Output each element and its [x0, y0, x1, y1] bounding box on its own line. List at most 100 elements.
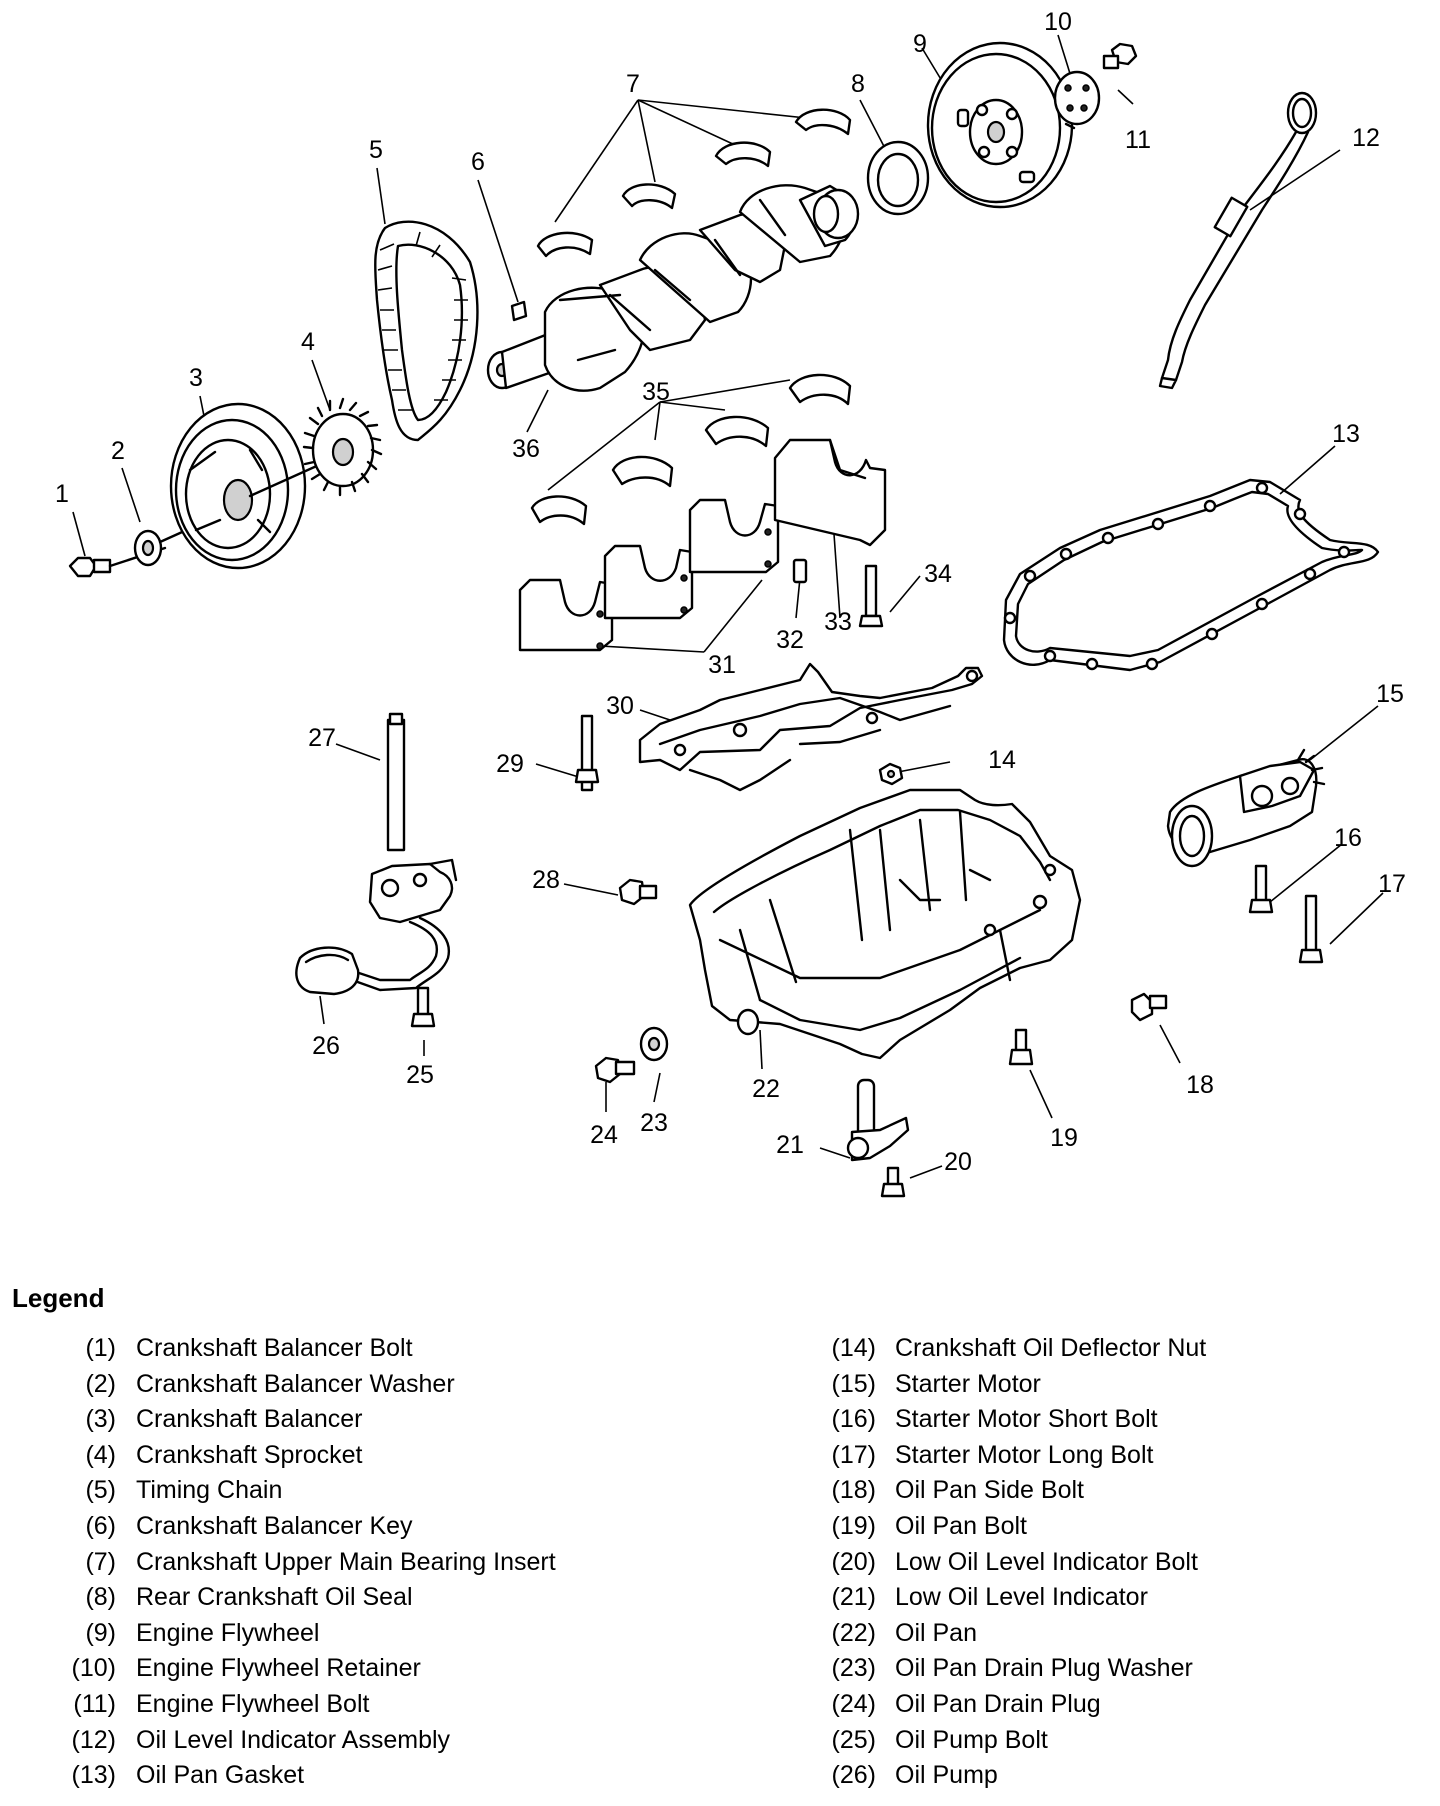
rear-main-bearing-cap	[773, 438, 887, 547]
legend-item: (14)Crankshaft Oil Deflector Nut	[831, 1334, 1207, 1362]
legend-item: (22)Oil Pan	[831, 1618, 977, 1647]
callout-labels: 1 2 3 4 5 6 7 8 9 10 11 12 13 14 15 16 1…	[55, 8, 1406, 1176]
legend-item: (9)Engine Flywheel	[85, 1618, 320, 1647]
deflector-stud-part	[574, 714, 600, 792]
legend-item: (20)Low Oil Level Indicator Bolt	[831, 1547, 1198, 1576]
callout-4: 4	[301, 328, 315, 356]
crankshaft-balancer-part	[169, 402, 332, 570]
legend-item: (2)Crankshaft Balancer Washer	[85, 1369, 455, 1398]
legend-item: (6)Crankshaft Balancer Key	[85, 1511, 413, 1540]
crankshaft-sprocket-part	[302, 397, 383, 497]
callout-8: 8	[851, 70, 865, 98]
legend-item: (21)Low Oil Level Indicator	[831, 1583, 1148, 1612]
legend-item: (25)Oil Pump Bolt	[831, 1725, 1048, 1754]
engine-exploded-diagram: 1 2 3 4 5 6 7 8 9 10 11 12 13 14 15 16 1…	[55, 8, 1406, 1198]
legend-item: (24)Oil Pan Drain Plug	[831, 1689, 1101, 1718]
callout-25: 25	[406, 1061, 434, 1089]
lower-main-bearing-inserts	[530, 373, 852, 526]
oil-pan-drain-plug-washer-part	[639, 1026, 669, 1062]
callout-30: 30	[606, 692, 634, 720]
oil-level-indicator-assembly-part	[1158, 91, 1318, 390]
callout-35: 35	[642, 378, 670, 406]
starter-motor-part	[1166, 748, 1326, 868]
legend-item: (1)Crankshaft Balancer Bolt	[85, 1334, 413, 1362]
callout-15: 15	[1376, 680, 1404, 708]
oil-pan-gasket-part	[1002, 478, 1380, 672]
legend-right-column: (14)Crankshaft Oil Deflector Nut (15)Sta…	[814, 1333, 1207, 1796]
callout-27: 27	[308, 724, 336, 752]
legend-item: (19)Oil Pan Bolt	[831, 1511, 1028, 1540]
leader-lines	[72, 34, 1384, 1179]
callout-17: 17	[1378, 870, 1406, 898]
callout-29: 29	[496, 750, 524, 778]
oil-pump-shaft-part	[386, 712, 406, 852]
dowel-pin-part	[792, 558, 808, 584]
callout-14: 14	[988, 746, 1016, 774]
callout-13: 13	[1332, 420, 1360, 448]
legend-item: (18)Oil Pan Side Bolt	[831, 1476, 1084, 1505]
callout-32: 32	[776, 626, 804, 654]
crankshaft-bearing-caps	[518, 498, 780, 652]
crankshaft-balancer-key-part	[510, 300, 528, 322]
callout-19: 19	[1050, 1124, 1078, 1152]
oil-pan-bolt-19-part	[1008, 1028, 1034, 1066]
main-cap-bolt-part	[858, 564, 884, 628]
callout-5: 5	[369, 136, 383, 164]
oil-pump-part	[295, 858, 458, 996]
callout-11: 11	[1125, 126, 1151, 154]
callout-28: 28	[532, 866, 560, 894]
legend-item: (10)Engine Flywheel Retainer	[71, 1654, 421, 1683]
callout-33: 33	[824, 608, 852, 636]
rear-crankshaft-oil-seal-part	[866, 140, 930, 216]
engine-flywheel-retainer-part	[1053, 70, 1101, 126]
legend-title: Legend	[12, 1283, 105, 1313]
legend-item: (5)Timing Chain	[85, 1476, 283, 1505]
upper-main-bearing-inserts	[536, 108, 852, 258]
engine-flywheel-bolt-part	[1102, 42, 1138, 70]
callout-2: 2	[111, 437, 125, 465]
legend-item: (17)Starter Motor Long Bolt	[831, 1440, 1154, 1469]
legend-item: (23)Oil Pan Drain Plug Washer	[831, 1654, 1193, 1683]
crankshaft-part	[486, 184, 860, 392]
starter-motor-long-bolt-part	[1298, 894, 1324, 964]
callout-26: 26	[312, 1032, 340, 1060]
legend-item: (7)Crankshaft Upper Main Bearing Insert	[85, 1547, 556, 1576]
callout-9: 9	[913, 30, 927, 58]
callout-1: 1	[55, 480, 69, 508]
callout-22: 22	[752, 1075, 780, 1103]
legend-item: (16)Starter Motor Short Bolt	[831, 1405, 1158, 1434]
callout-16: 16	[1334, 824, 1362, 852]
starter-motor-short-bolt-part	[1248, 864, 1274, 914]
crankshaft-oil-deflector-part	[638, 662, 984, 792]
legend-item: (11)Engine Flywheel Bolt	[73, 1689, 370, 1718]
legend-item: (3)Crankshaft Balancer	[85, 1405, 363, 1434]
legend-item: (15)Starter Motor	[831, 1369, 1041, 1398]
legend-left-column: (1)Crankshaft Balancer Bolt (2)Crankshaf…	[54, 1333, 556, 1796]
callout-12: 12	[1352, 124, 1380, 152]
callout-18: 18	[1186, 1071, 1214, 1099]
oil-pan-side-bolt-part	[1130, 992, 1168, 1022]
callout-20: 20	[944, 1148, 972, 1176]
legend-item: (13)Oil Pan Gasket	[71, 1761, 305, 1790]
oil-pan-bolt-28-part	[618, 878, 658, 906]
callout-23: 23	[640, 1109, 668, 1137]
callout-34: 34	[924, 560, 952, 588]
callout-31: 31	[708, 651, 736, 679]
engine-flywheel-part	[926, 41, 1076, 209]
low-oil-level-indicator-part	[846, 1078, 910, 1162]
callout-6: 6	[471, 148, 485, 176]
callout-10: 10	[1044, 8, 1072, 36]
callout-21: 21	[776, 1131, 804, 1159]
callout-36: 36	[512, 435, 540, 463]
oil-pan-drain-plug-part	[594, 1056, 636, 1084]
legend-item: (4)Crankshaft Sprocket	[85, 1440, 363, 1469]
low-oil-level-indicator-bolt-part	[880, 1166, 906, 1198]
callout-7: 7	[626, 70, 640, 98]
legend-item: (26)Oil Pump	[831, 1761, 998, 1790]
callout-3: 3	[189, 364, 203, 392]
oil-pan-part	[688, 788, 1082, 1060]
oil-pump-bolt-part	[410, 986, 436, 1028]
timing-chain-part	[374, 220, 479, 442]
legend-item: (12)Oil Level Indicator Assembly	[71, 1725, 451, 1754]
crankshaft-oil-deflector-nut-part	[878, 762, 904, 786]
